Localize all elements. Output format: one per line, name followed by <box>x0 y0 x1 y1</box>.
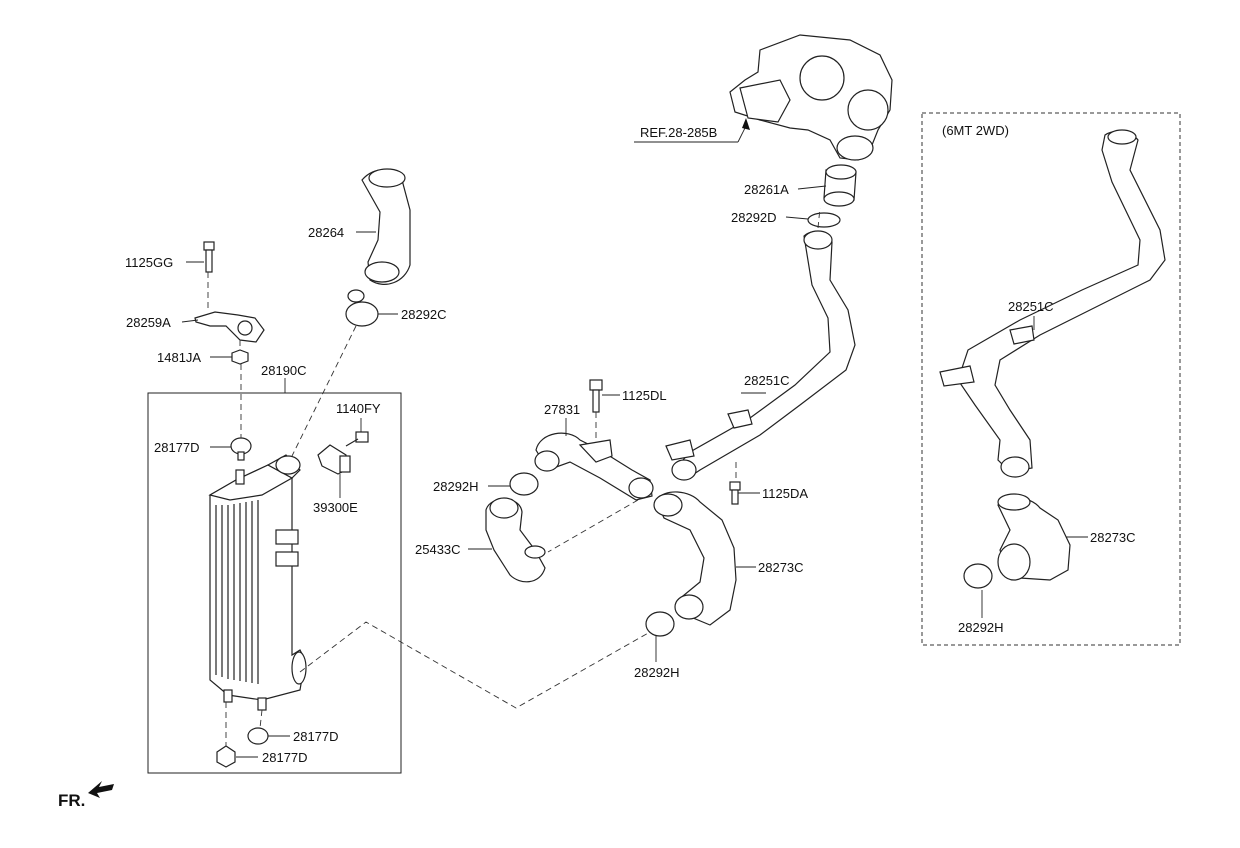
hose-28264 <box>361 168 411 285</box>
bolt-1125GG <box>203 241 215 273</box>
connector-28261A <box>823 164 857 207</box>
nut-1481JA <box>231 349 249 365</box>
variant-box <box>921 112 1181 646</box>
label-28292H-alt: 28292H <box>958 620 1004 635</box>
clamp-28292C <box>345 289 379 327</box>
label-28261A: 28261A <box>744 182 789 197</box>
label-fr: FR. <box>58 791 85 810</box>
ref-arrow-icon <box>634 118 750 143</box>
sensor-39300E <box>317 444 351 475</box>
bracket-28259A <box>194 311 265 343</box>
clamp-28292H-alt <box>963 563 993 589</box>
label-28292D: 28292D <box>731 210 777 225</box>
label-25433C: 25433C <box>415 542 461 557</box>
grommet-28177D-top <box>230 437 252 461</box>
label-28292H-left: 28292H <box>433 479 479 494</box>
label-28292H-bottom: 28292H <box>634 665 680 680</box>
label-28251C: 28251C <box>744 373 790 388</box>
label-28264: 28264 <box>308 225 344 240</box>
label-39300E: 39300E <box>313 500 358 515</box>
label-1125DA: 1125DA <box>762 486 808 501</box>
label-1125GG: 1125GG <box>125 255 173 270</box>
grommet-28177D-bot <box>216 745 236 768</box>
clamp-28292H-bottom <box>645 611 675 637</box>
label-1140FY: 1140FY <box>336 401 381 416</box>
turbocharger <box>729 34 893 161</box>
bolt-1140FY <box>345 431 369 447</box>
intercooler-core <box>208 454 307 711</box>
bolt-1125DA <box>729 481 741 505</box>
label-1125DL: 1125DL <box>622 388 667 403</box>
intercooler-group-box <box>147 392 402 774</box>
label-28177D-mid: 28177D <box>293 729 339 744</box>
hose-28273C-alt <box>997 493 1071 581</box>
label-28292C: 28292C <box>401 307 447 322</box>
grommet-28177D-mid <box>247 727 269 745</box>
variant-title: (6MT 2WD) <box>942 123 1009 138</box>
label-28177D-top: 28177D <box>154 440 200 455</box>
clamp-28292D <box>807 212 841 228</box>
label-27831: 27831 <box>544 402 580 417</box>
hose-25433C <box>485 497 546 583</box>
label-28190C: 28190C <box>261 363 307 378</box>
label-28177D-bot: 28177D <box>262 750 308 765</box>
hose-28273C <box>653 491 737 626</box>
leader-lines <box>181 185 1088 758</box>
bolt-1125DL <box>589 379 603 413</box>
pipe-28251C <box>665 230 856 481</box>
clamp-28292H-left <box>509 472 539 496</box>
pipe-28251C-alt <box>939 129 1166 478</box>
fr-arrow-icon <box>88 781 114 798</box>
label-28251C-alt: 28251C <box>1008 299 1054 314</box>
pipe-27831 <box>534 432 654 501</box>
label-28259A: 28259A <box>126 315 171 330</box>
label-ref-28-285B: REF.28-285B <box>640 125 717 140</box>
label-28273C-alt: 28273C <box>1090 530 1136 545</box>
label-1481JA: 1481JA <box>157 350 201 365</box>
routing-lines <box>207 207 821 746</box>
label-28273C: 28273C <box>758 560 804 575</box>
